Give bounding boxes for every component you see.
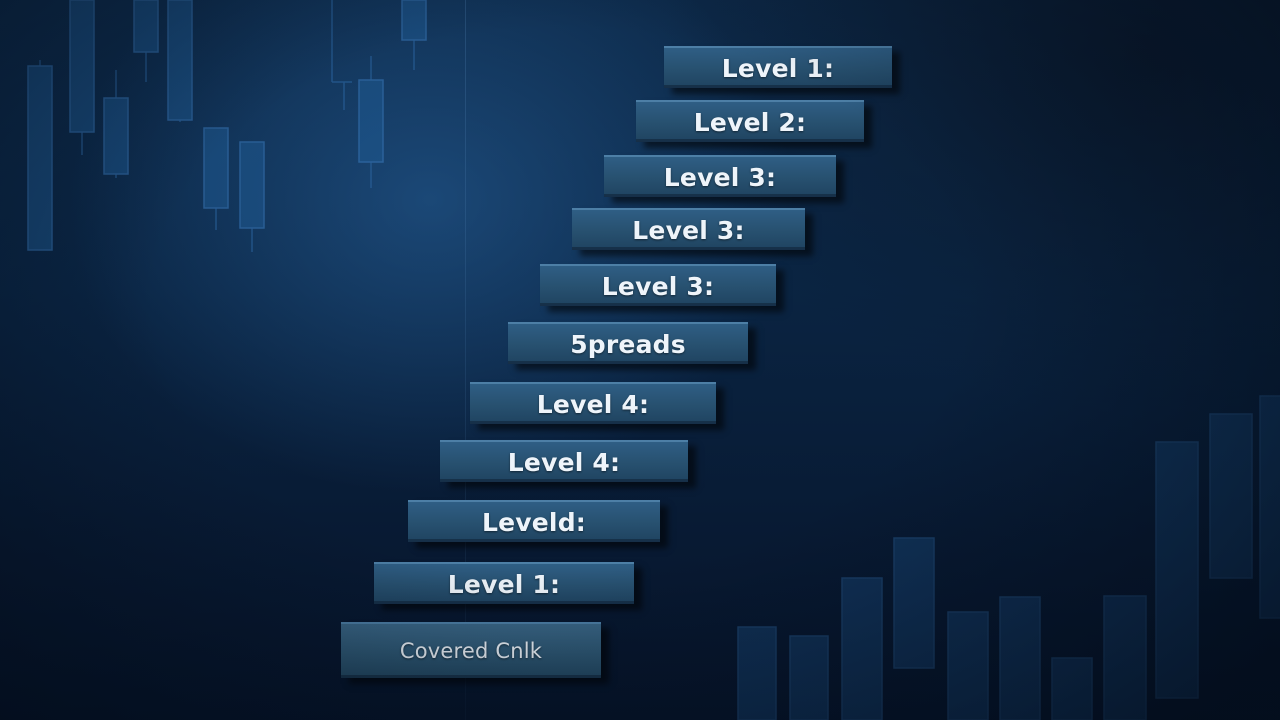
step-spreads: 5preads — [508, 322, 748, 364]
step-level-4-a: Level 4: — [470, 382, 716, 424]
step-level-3-a: Level 3: — [604, 155, 836, 197]
step-level-3-c: Level 3: — [540, 264, 776, 306]
step-level-1-top: Level 1: — [664, 46, 892, 88]
step-leveld: Leveld: — [408, 500, 660, 542]
step-level-4-b: Level 4: — [440, 440, 688, 482]
step-level-2: Level 2: — [636, 100, 864, 142]
step-covered-calls: Covered Cnlk — [341, 622, 601, 678]
step-level-1-bottom: Level 1: — [374, 562, 634, 604]
step-level-3-b: Level 3: — [572, 208, 805, 250]
